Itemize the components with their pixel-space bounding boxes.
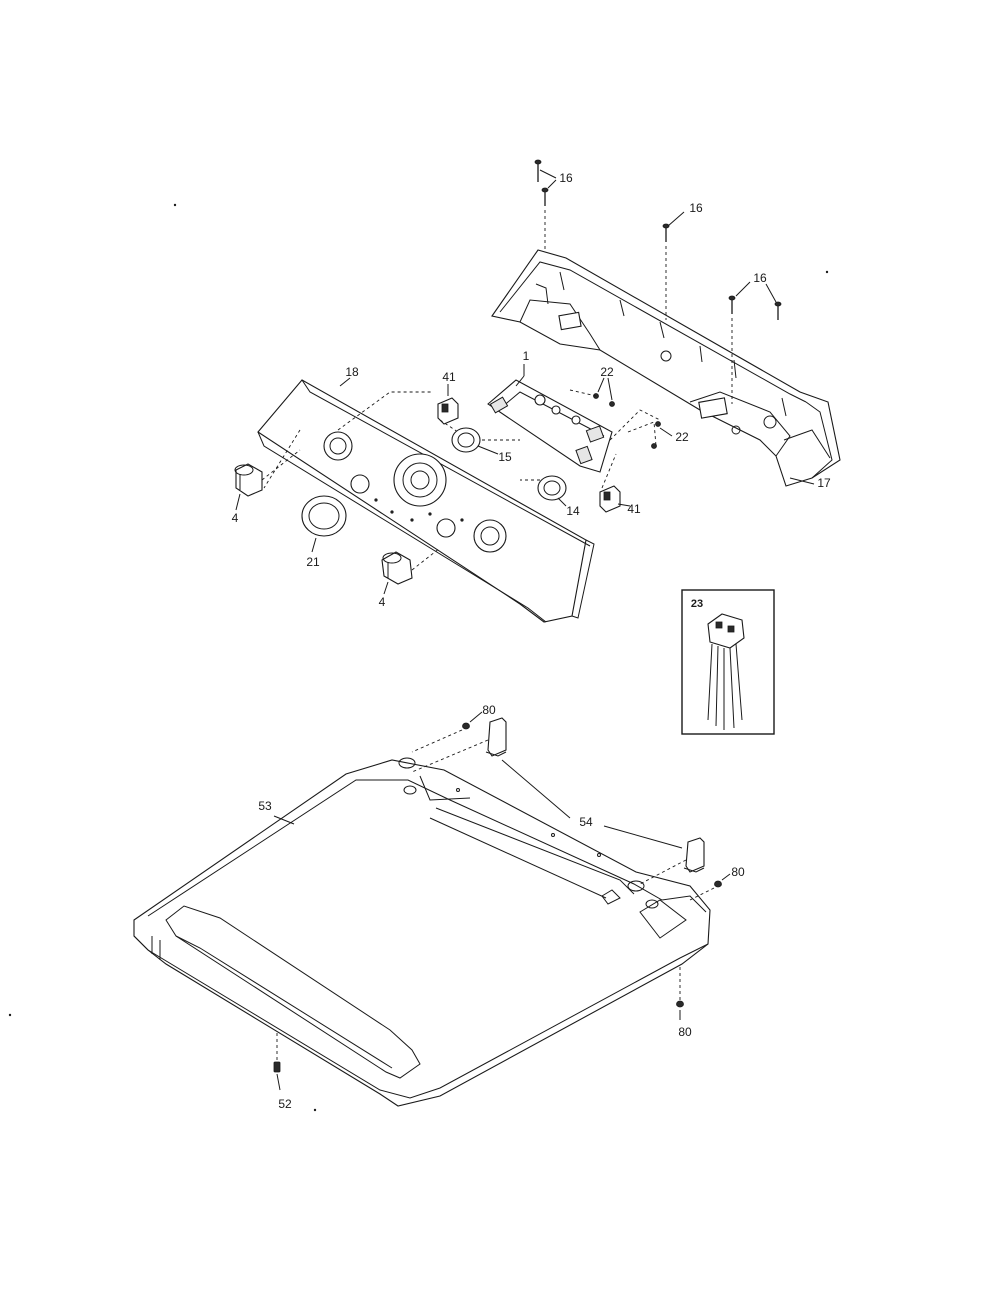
switch-part-41-right — [599, 453, 631, 513]
clip-part-80 — [411, 711, 483, 753]
leader-lines-part-17 — [789, 477, 815, 485]
screw-part-22 — [569, 377, 615, 407]
control-board-part-1 — [487, 375, 661, 473]
screw-part-22-right — [627, 421, 673, 449]
callout-label-15: 15 — [498, 450, 512, 464]
clip-part-80-bottom — [676, 964, 684, 1020]
speck — [8, 1013, 12, 1017]
callout-label-16: 16 — [753, 271, 767, 285]
ring-part-21 — [301, 495, 347, 553]
callout-label-4: 4 — [379, 595, 386, 609]
knob-part-4 — [234, 449, 301, 497]
callout-label-80: 80 — [482, 703, 496, 717]
callout-label-80: 80 — [678, 1025, 692, 1039]
leader-lines-part-4 — [235, 493, 241, 511]
callout-label-22: 22 — [600, 365, 614, 379]
callout-label-41: 41 — [627, 502, 641, 516]
speck — [313, 1108, 317, 1112]
hinge-part-54 — [411, 717, 571, 819]
callout-label-16: 16 — [559, 171, 573, 185]
knob-part-4-lower — [381, 547, 441, 595]
callout-label-80: 80 — [731, 865, 745, 879]
console-back-part-17 — [491, 249, 841, 487]
leader-lines-part-53 — [273, 815, 295, 825]
callout-label-53: 53 — [258, 799, 272, 813]
callout-label-23: 23 — [691, 598, 703, 610]
callout-label-22: 22 — [675, 430, 689, 444]
hinge-part-54-right — [603, 825, 705, 885]
control-panel-part-18 — [257, 379, 595, 623]
callout-label-54: 54 — [579, 815, 593, 829]
callout-label-18: 18 — [345, 365, 359, 379]
screw-part-16 — [534, 159, 782, 404]
callout-label-21: 21 — [306, 555, 320, 569]
light-part-15 — [451, 427, 499, 455]
callout-label-52: 52 — [278, 1097, 292, 1111]
foot-part-52 — [273, 1030, 281, 1091]
inset-box-part-23 — [681, 589, 775, 735]
speck — [825, 270, 829, 274]
callout-label-1: 1 — [523, 349, 530, 363]
top-cover-part-53 — [133, 757, 711, 1107]
callout-label-16: 16 — [689, 201, 703, 215]
callout-label-41: 41 — [442, 370, 456, 384]
callout-label-14: 14 — [566, 504, 580, 518]
callout-label-17: 17 — [817, 476, 831, 490]
speck — [173, 203, 177, 207]
clip-part-80-right — [689, 873, 731, 901]
callout-label-4: 4 — [232, 511, 239, 525]
light-part-14 — [520, 475, 567, 507]
switch-part-41 — [437, 384, 471, 441]
